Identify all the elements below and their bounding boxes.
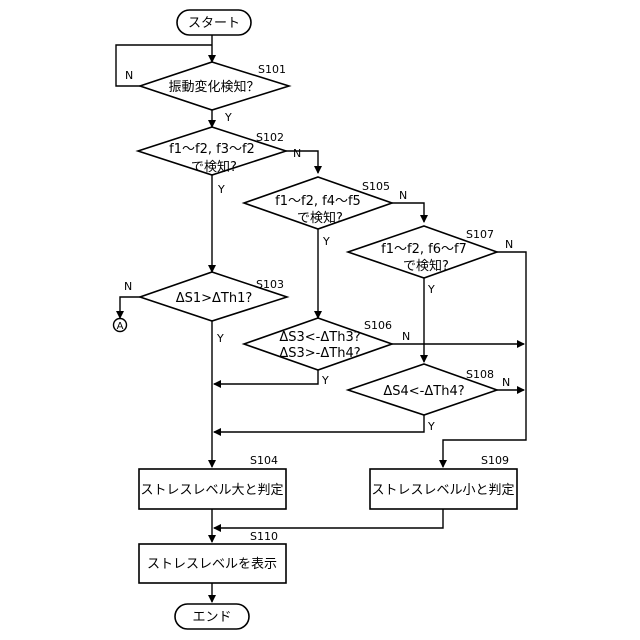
s102-line1: f1～f2, f3～f2 [169,142,255,157]
s104-text: ストレスレベル大と判定 [140,483,283,498]
s105-yes-label: Y [322,235,330,248]
s101-no-label: N [125,69,133,82]
s102-yes-label: Y [217,183,225,196]
s109-text: ストレスレベル小と判定 [371,483,514,498]
s106-line2: ΔS3>-ΔTh4? [279,346,360,361]
decision-s108: ΔS4<-ΔTh4? S108 N Y [348,364,510,433]
s103-yes-label: Y [216,332,224,345]
s108-yes-label: Y [427,420,435,433]
s108-text: ΔS4<-ΔTh4? [383,384,464,399]
s106-line1: ΔS3<-ΔTh3? [279,330,360,345]
s102-no-label: N [293,147,301,160]
start-terminal: スタート [177,10,251,35]
s107-yes-label: Y [427,283,435,296]
s109-id: S109 [481,454,509,467]
s104-id: S104 [250,454,278,467]
s105-line1: f1～f2, f4～f5 [275,194,361,209]
s103-id: S103 [256,278,284,291]
connector-a-label: A [117,321,124,332]
decision-s103: ΔS1>ΔTh1? S103 N Y [124,272,287,345]
s101-yes-label: Y [224,111,232,124]
end-label: エンド [192,610,231,625]
s106-no-label: N [402,330,410,343]
s103-no-label: N [124,280,132,293]
s110-text: ストレスレベルを表示 [147,557,277,572]
s102-id: S102 [256,131,284,144]
decision-s105: f1～f2, f4～f5 で検知? S105 N Y [244,177,407,248]
s101-id: S101 [258,63,286,76]
s108-no-label: N [502,376,510,389]
decision-s102: f1～f2, f3～f2 で検知? S102 N Y [138,127,301,196]
end-terminal: エンド [175,604,249,629]
s105-id: S105 [362,180,390,193]
s103-text: ΔS1>ΔTh1? [176,291,253,306]
decision-s107: f1～f2, f6～f7 で検知? S107 N Y [348,226,513,296]
s102-line2: で検知? [191,159,237,175]
start-label: スタート [188,16,240,31]
s105-no-label: N [399,189,407,202]
s106-id: S106 [364,319,392,332]
s107-no-label: N [505,238,513,251]
s107-line1: f1～f2, f6～f7 [381,242,467,257]
s101-text: 振動変化検知？ [168,79,259,95]
decision-s101: 振動変化検知？ S101 N Y [125,62,289,124]
s105-line2: で検知? [297,210,343,226]
s106-yes-label: Y [321,374,329,387]
s107-line2: で検知? [403,258,449,274]
s108-id: S108 [466,368,494,381]
s110-id: S110 [250,530,278,543]
s107-id: S107 [466,228,494,241]
connector-a: A [114,319,127,333]
